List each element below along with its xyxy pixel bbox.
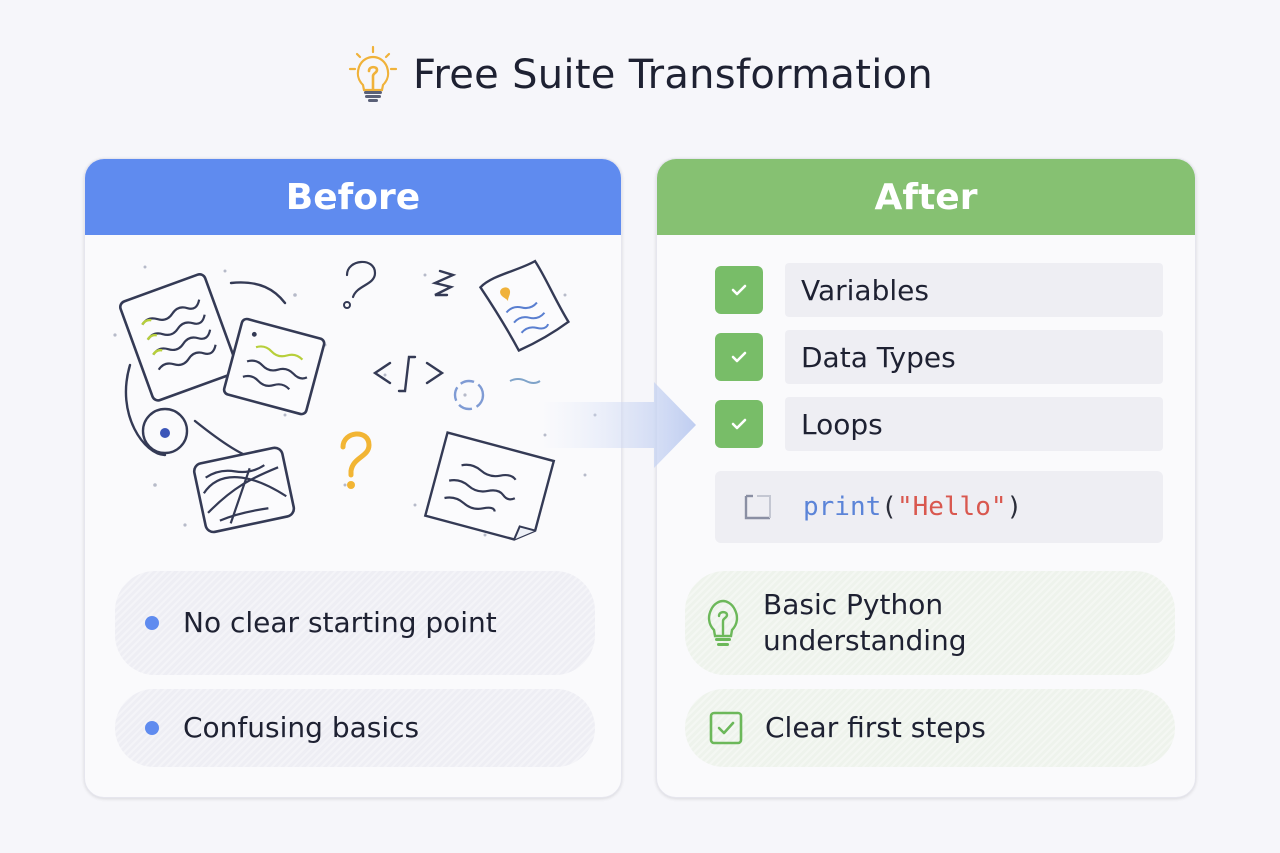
checklist-item: Variables xyxy=(715,263,1163,317)
lightbulb-icon xyxy=(348,45,398,102)
after-card: After Variables Data Types Loops xyxy=(656,158,1196,798)
code-paren-open: ( xyxy=(881,492,897,522)
before-point-2: Confusing basics xyxy=(115,689,595,767)
after-point-1: Basic Python understanding xyxy=(685,571,1175,675)
checkbox-checked[interactable] xyxy=(715,400,763,448)
check-icon xyxy=(731,351,747,363)
lightbulb-icon xyxy=(707,599,739,646)
after-point-2: Clear first steps xyxy=(685,689,1175,767)
title-row: Free Suite Transformation xyxy=(0,40,1280,110)
checklist-label: Variables xyxy=(785,263,1163,317)
before-point-text: Confusing basics xyxy=(183,711,420,744)
before-point-1: No clear starting point xyxy=(115,571,595,675)
after-point-text: Basic Python understanding xyxy=(763,588,967,657)
arrow-right-icon xyxy=(540,382,696,468)
checklist-item: Loops xyxy=(715,397,1163,451)
after-point-text: Clear first steps xyxy=(765,711,986,744)
checklist-item: Data Types xyxy=(715,330,1163,384)
checkbox-checked[interactable] xyxy=(715,266,763,314)
before-card: Before xyxy=(84,158,622,798)
code-file-icon xyxy=(744,494,771,520)
bullet-dot-icon xyxy=(145,616,159,630)
code-snippet: print("Hello") xyxy=(715,471,1163,543)
code-function: print xyxy=(803,492,882,522)
check-icon xyxy=(731,284,747,296)
bullet-dot-icon xyxy=(145,721,159,735)
checkbox-icon xyxy=(709,711,743,745)
checkbox-checked[interactable] xyxy=(715,333,763,381)
code-string: "Hello" xyxy=(896,492,1007,522)
page-title: Free Suite Transformation xyxy=(412,52,934,98)
check-icon xyxy=(731,418,747,430)
before-header: Before xyxy=(85,159,621,235)
checklist-label: Data Types xyxy=(785,330,1163,384)
before-point-text: No clear starting point xyxy=(183,606,497,639)
scattered-notes-illustration xyxy=(113,259,597,541)
code-paren-close: ) xyxy=(1006,492,1023,522)
checklist-label: Loops xyxy=(785,397,1163,451)
after-header: After xyxy=(657,159,1195,235)
